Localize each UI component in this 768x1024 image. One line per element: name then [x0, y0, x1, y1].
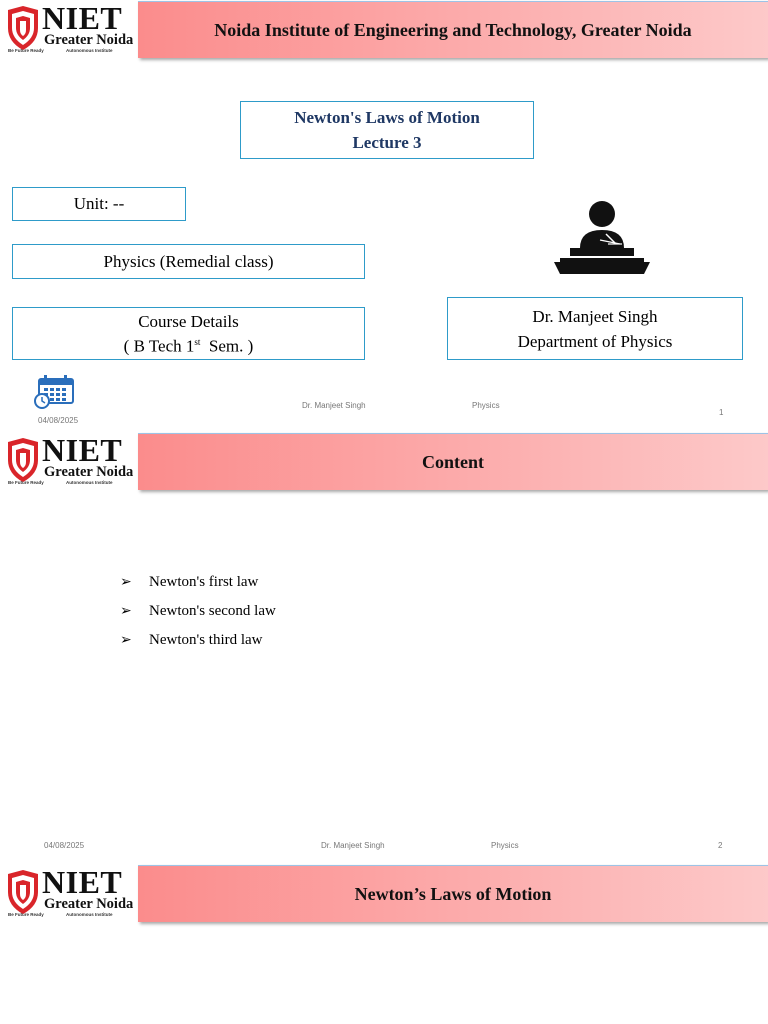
header-banner: Content: [138, 433, 768, 490]
subject-box: Physics (Remedial class): [12, 244, 365, 279]
teacher-box: Dr. Manjeet Singh Department of Physics: [447, 297, 743, 360]
speaker-at-podium-icon: [554, 201, 650, 274]
niet-logo: NIET Greater Noida Be Future Ready Auton…: [6, 432, 134, 488]
niet-shield-icon: [8, 6, 38, 50]
institute-name: Noida Institute of Engineering and Techn…: [214, 19, 692, 40]
list-item: ➢ Newton's second law: [120, 597, 276, 626]
lecture-number: Lecture 3: [352, 133, 422, 152]
logo-tagline: Be Future Ready: [8, 480, 44, 485]
footer-author: Dr. Manjeet Singh: [302, 401, 366, 410]
niet-shield-icon: [8, 870, 38, 914]
niet-logo: NIET Greater Noida Be Future Ready Auton…: [6, 864, 134, 920]
slide-1: NIET Greater Noida Be Future Ready Auton…: [0, 0, 768, 432]
list-item: ➢ Newton's first law: [120, 568, 276, 597]
course-semester: ( B Tech 1st Sem. ): [124, 332, 254, 357]
footer-date: 04/08/2025: [44, 841, 85, 850]
list-item-text: Newton's second law: [149, 603, 276, 619]
lecture-title: Newton's Laws of Motion: [294, 108, 480, 127]
footer-subject: Physics: [472, 401, 500, 410]
course-ordinal: st: [194, 336, 201, 347]
calendar-icon: [34, 375, 74, 409]
department-name: Department of Physics: [517, 331, 673, 351]
course-heading: Course Details: [138, 311, 239, 331]
course-suffix: Sem. ): [200, 336, 254, 356]
slide-2: NIET Greater Noida Be Future Ready Auton…: [0, 432, 768, 864]
footer-author: Dr. Manjeet Singh: [321, 841, 385, 850]
course-prefix: ( B Tech 1: [123, 336, 195, 356]
logo-wordmark: NIET: [42, 0, 123, 36]
list-item-text: Newton's first law: [149, 574, 259, 590]
slide-3: NIET Greater Noida Be Future Ready Auton…: [0, 864, 768, 1024]
logo-tagline: Be Future Ready: [8, 912, 44, 917]
logo-subtagline: Autonomous Institute: [66, 48, 113, 53]
header-banner: Noida Institute of Engineering and Techn…: [138, 1, 768, 58]
logo-subtagline: Autonomous Institute: [66, 912, 113, 917]
niet-shield-icon: [8, 438, 38, 482]
unit-label: Unit: --: [73, 194, 125, 213]
list-item-text: Newton's third law: [149, 632, 263, 648]
footer-subject: Physics: [491, 841, 519, 850]
header-banner: Newton’s Laws of Motion: [138, 865, 768, 922]
logo-subtagline: Autonomous Institute: [66, 480, 113, 485]
lecture-title-box: Newton's Laws of Motion Lecture 3: [240, 101, 534, 159]
logo-city: Greater Noida: [44, 896, 134, 912]
arrow-bullet-icon: ➢: [120, 604, 132, 619]
course-details-box: Course Details ( B Tech 1st Sem. ): [12, 307, 365, 360]
teacher-name: Dr. Manjeet Singh: [532, 306, 658, 326]
logo-wordmark: NIET: [42, 432, 123, 468]
slide-title: Newton’s Laws of Motion: [354, 883, 552, 904]
slide-title: Content: [422, 451, 484, 472]
unit-box: Unit: --: [12, 187, 186, 221]
footer-page-number: 2: [718, 841, 723, 850]
subject-label: Physics (Remedial class): [103, 251, 274, 271]
footer-date: 04/08/2025: [38, 416, 79, 425]
logo-city: Greater Noida: [44, 32, 134, 48]
list-item: ➢ Newton's third law: [120, 626, 276, 655]
logo-wordmark: NIET: [42, 864, 123, 900]
logo-tagline: Be Future Ready: [8, 48, 44, 53]
footer-page-number: 1: [719, 408, 724, 417]
logo-city: Greater Noida: [44, 464, 134, 480]
niet-logo: NIET Greater Noida Be Future Ready Auton…: [6, 0, 134, 56]
arrow-bullet-icon: ➢: [120, 633, 132, 648]
arrow-bullet-icon: ➢: [120, 575, 132, 590]
content-list: ➢ Newton's first law ➢ Newton's second law…: [120, 568, 276, 655]
